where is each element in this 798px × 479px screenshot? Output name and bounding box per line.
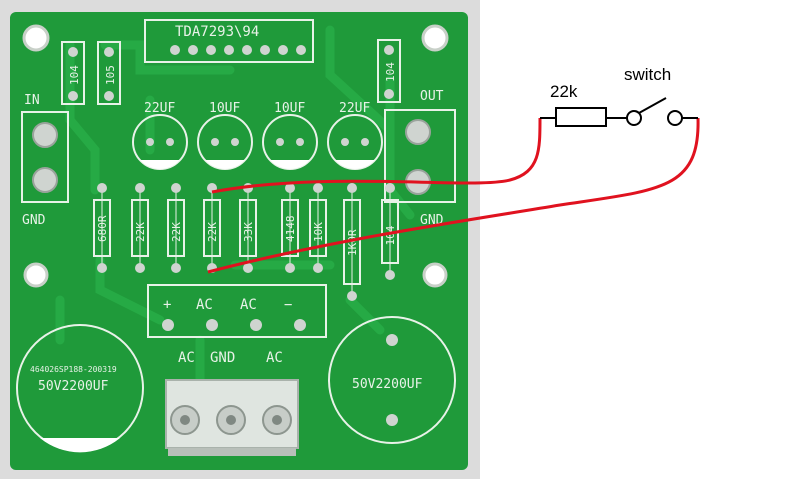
cap-label-2: 105 bbox=[104, 65, 117, 85]
ac2-label: AC bbox=[240, 297, 257, 313]
resistor-pad bbox=[385, 183, 395, 193]
resistor-pad bbox=[135, 183, 145, 193]
mounting-holes bbox=[22, 24, 449, 288]
ceramic-caps: 104 105 104 bbox=[61, 39, 401, 105]
resistor-pad bbox=[313, 183, 323, 193]
power-terminal: + AC AC − bbox=[147, 284, 327, 338]
electrolytic-outline bbox=[197, 114, 253, 170]
electrolytic-pad bbox=[211, 138, 219, 146]
resistor-label: 33K bbox=[242, 222, 255, 242]
resistor-pad bbox=[171, 263, 181, 273]
resistor-label: 680R bbox=[96, 215, 109, 242]
electrolytic-caps: 22UF 10UF 10UF 22UF bbox=[132, 101, 383, 170]
out-label: OUT bbox=[420, 89, 444, 104]
in-label: IN bbox=[24, 93, 40, 108]
plus-label: + bbox=[163, 297, 171, 313]
resistor-outline bbox=[203, 199, 221, 257]
chip-pin bbox=[242, 45, 252, 55]
electrolytic-pad bbox=[296, 138, 304, 146]
electrolytic-outline bbox=[327, 114, 383, 170]
chip-pin bbox=[170, 45, 180, 55]
resistor-pad bbox=[97, 263, 107, 273]
resistor-outline bbox=[93, 199, 111, 257]
resistor-pad bbox=[347, 183, 357, 193]
resistor-outline bbox=[281, 199, 299, 257]
resistor-symbol bbox=[555, 107, 607, 127]
big-cap-left-code: 464026SP188-200319 bbox=[30, 365, 117, 374]
bottom-ac-right: AC bbox=[266, 350, 283, 366]
chip-pin bbox=[278, 45, 288, 55]
bottom-ac-left: AC bbox=[178, 350, 195, 366]
ac1-label: AC bbox=[196, 297, 213, 313]
chip-pin bbox=[260, 45, 270, 55]
electrolytic-band bbox=[140, 160, 180, 169]
electrolytic-label: 22UF bbox=[144, 101, 175, 116]
big-cap-right: 50V2200UF bbox=[328, 316, 456, 444]
chip-pin bbox=[224, 45, 234, 55]
resistor-pad bbox=[285, 263, 295, 273]
resistor-label: 22k bbox=[550, 82, 578, 101]
switch-contact-right bbox=[667, 110, 683, 126]
switch-lever bbox=[638, 97, 667, 114]
cap-label-3: 104 bbox=[384, 62, 397, 82]
electrolytic-pad bbox=[146, 138, 154, 146]
resistor-pad bbox=[313, 263, 323, 273]
electrolytic-pad bbox=[166, 138, 174, 146]
resistor-pad bbox=[347, 291, 357, 301]
electrolytic-label: 10UF bbox=[209, 101, 240, 116]
electrolytic-pad bbox=[341, 138, 349, 146]
big-cap-left-value: 50V2200UF bbox=[38, 379, 109, 394]
resistor-outline bbox=[131, 199, 149, 257]
cap-label-1: 104 bbox=[68, 65, 81, 85]
big-cap-right-value: 50V2200UF bbox=[352, 377, 423, 392]
bottom-gnd: GND bbox=[210, 350, 235, 366]
electrolytic-pad bbox=[361, 138, 369, 146]
annotation-wires bbox=[207, 117, 700, 274]
resistor-label: 104 bbox=[384, 225, 397, 245]
gnd-left-label: GND bbox=[22, 213, 46, 228]
switch-label: switch bbox=[624, 65, 671, 84]
electrolytic-band bbox=[205, 160, 245, 169]
resistor-pad bbox=[385, 270, 395, 280]
switch-contact-left bbox=[626, 110, 642, 126]
resistor-outline bbox=[239, 199, 257, 257]
input-terminal: IN GND bbox=[21, 93, 69, 228]
resistor-label: 4148 bbox=[284, 216, 297, 243]
electrolytic-outline bbox=[132, 114, 188, 170]
resistor-pad bbox=[285, 183, 295, 193]
resistor-label: 22K bbox=[206, 222, 219, 242]
resistor-outline bbox=[309, 199, 327, 257]
minus-label: − bbox=[284, 297, 292, 313]
resistor-outline bbox=[167, 199, 185, 257]
resistor-label: 22K bbox=[134, 222, 147, 242]
electrolytic-band bbox=[270, 160, 310, 169]
chip-pin bbox=[206, 45, 216, 55]
electrolytic-pad bbox=[276, 138, 284, 146]
electrolytic-pad bbox=[231, 138, 239, 146]
resistor-pad bbox=[97, 183, 107, 193]
electrolytic-outline bbox=[262, 114, 318, 170]
resistor-pad bbox=[135, 263, 145, 273]
resistor-label: 22K bbox=[170, 222, 183, 242]
resistor-row: 680R 22K 22K 22K 33K 4148 10K 1K0R 104 bbox=[93, 183, 399, 301]
ic-footprint: TDA7293\94 bbox=[144, 19, 314, 63]
red-wire-upper bbox=[211, 117, 542, 194]
bottom-terminal: AC GND AC bbox=[165, 350, 299, 456]
annotation-schematic bbox=[540, 97, 698, 127]
chip-label: TDA7293\94 bbox=[175, 24, 259, 40]
resistor-label: 1K0R bbox=[346, 229, 359, 256]
electrolytic-label: 22UF bbox=[339, 101, 370, 116]
chip-pin bbox=[296, 45, 306, 55]
big-cap-left: 464026SP188-200319 50V2200UF bbox=[16, 324, 144, 453]
electrolytic-label: 10UF bbox=[274, 101, 305, 116]
chip-pin bbox=[188, 45, 198, 55]
resistor-label: 10K bbox=[312, 222, 325, 242]
red-wire-lower bbox=[207, 117, 700, 274]
electrolytic-band bbox=[335, 160, 375, 169]
resistor-pad bbox=[171, 183, 181, 193]
resistor-pad bbox=[243, 263, 253, 273]
